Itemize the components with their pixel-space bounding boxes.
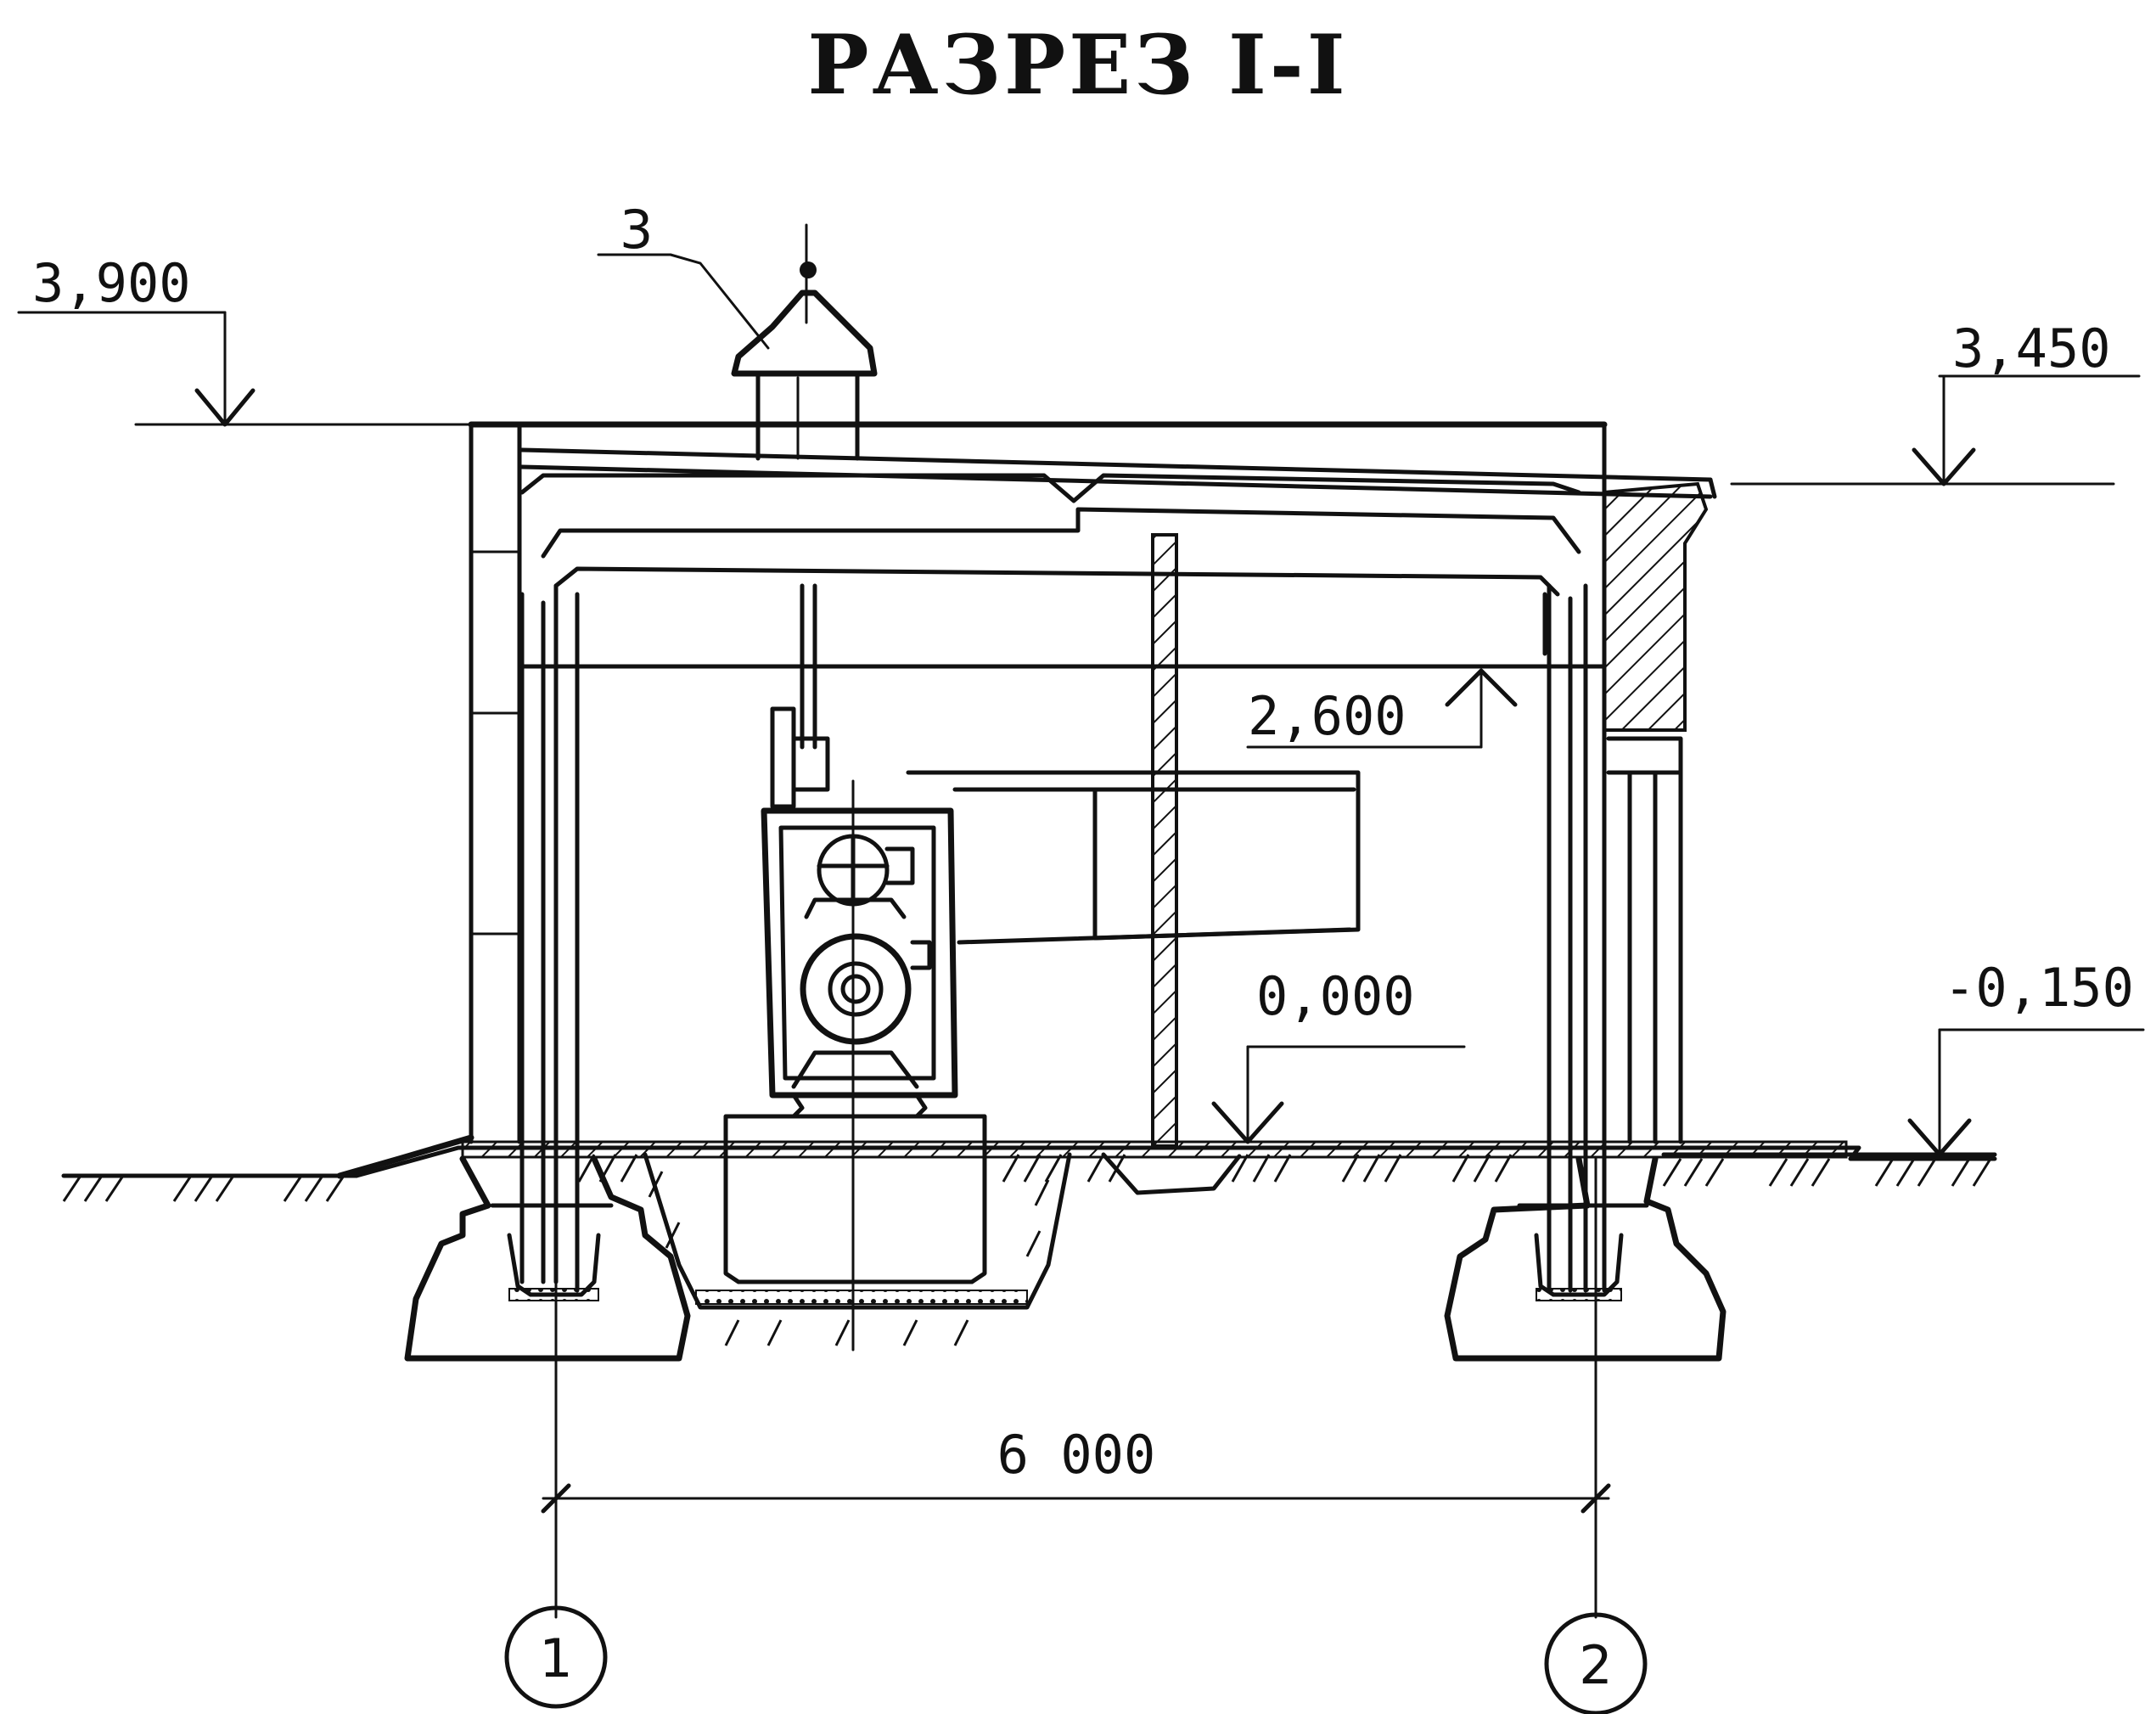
- level-roof-top-label: 3,900: [32, 252, 191, 314]
- level-ground-label: -0,150: [1944, 957, 2134, 1019]
- left-column: [519, 583, 580, 1293]
- equipment-foundation: [643, 1114, 1072, 1352]
- roof-truss: [468, 421, 1717, 669]
- ground-hatch: [62, 1154, 1992, 1202]
- axis-1-label: 1: [539, 1627, 572, 1689]
- level-floor-label: 0,000: [1256, 965, 1415, 1027]
- level-crane-label: 2,600: [1248, 685, 1406, 747]
- axis-2-label: 2: [1579, 1634, 1612, 1696]
- level-mark-ground: -0,150: [1907, 957, 2145, 1157]
- span-dimension: 6 000: [541, 1153, 1611, 1619]
- right-wall-hatch: [1603, 481, 1709, 732]
- level-mark-floor: 0,000: [1211, 965, 1466, 1144]
- engine-unit: [761, 779, 958, 1131]
- roof-ventilator: [731, 223, 878, 461]
- ground-line: [61, 1140, 1997, 1202]
- callout-3: 3: [597, 199, 770, 350]
- left-foundation: [404, 1155, 691, 1362]
- axis-marker-2: 2: [1544, 1612, 1648, 1714]
- level-mark-eave: 3,450: [1730, 318, 2141, 486]
- section-title: РАЗРЕЗ I-I: [807, 17, 1348, 113]
- partition-post: [1151, 533, 1178, 1148]
- hoist: [770, 583, 830, 809]
- callout-3-label: 3: [620, 199, 653, 261]
- left-wall: [469, 422, 522, 1144]
- left-blind-area: [336, 1134, 474, 1179]
- control-panel: [906, 770, 1361, 945]
- span-label: 6 000: [997, 1424, 1156, 1486]
- right-foundation: [1444, 1155, 1726, 1362]
- level-mark-crane: 2,600: [1246, 668, 1518, 749]
- axis-marker-1: 1: [504, 1605, 608, 1709]
- level-mark-roof-top: 3,900: [17, 252, 473, 427]
- right-wall: [1602, 422, 1709, 1149]
- level-eave-label: 3,450: [1952, 318, 2111, 379]
